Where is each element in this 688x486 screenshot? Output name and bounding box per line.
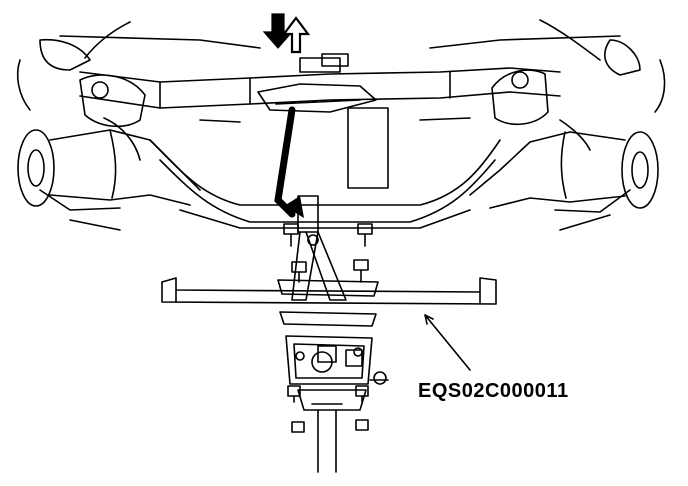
right-suspension: [470, 70, 658, 230]
jack-post: [278, 196, 378, 326]
bolt-right-bottom: [356, 420, 368, 430]
hydraulic-hose-arrow-icon: [278, 110, 292, 214]
subframe-crossmember: [80, 54, 560, 112]
jack-adapter-bar: [162, 278, 496, 304]
transmission-jack-body: [286, 336, 388, 472]
bolt-right-lower: [356, 386, 368, 402]
bolt-right-mid: [354, 260, 368, 282]
hose-arrowhead: [284, 196, 304, 218]
vehicle-body-outline: [18, 20, 665, 112]
part-code-label: EQS02C000011: [418, 380, 569, 402]
leader-arrow-icon: [425, 315, 470, 370]
up-down-arrows-icon: [264, 14, 308, 52]
mounting-bolts: [284, 224, 372, 432]
bolt-left-lower: [288, 386, 300, 402]
left-suspension: [18, 75, 200, 230]
subframe-lower-beam: [150, 108, 500, 228]
bolt-left-bottom: [292, 422, 304, 432]
bolt-right-upper: [358, 224, 372, 246]
